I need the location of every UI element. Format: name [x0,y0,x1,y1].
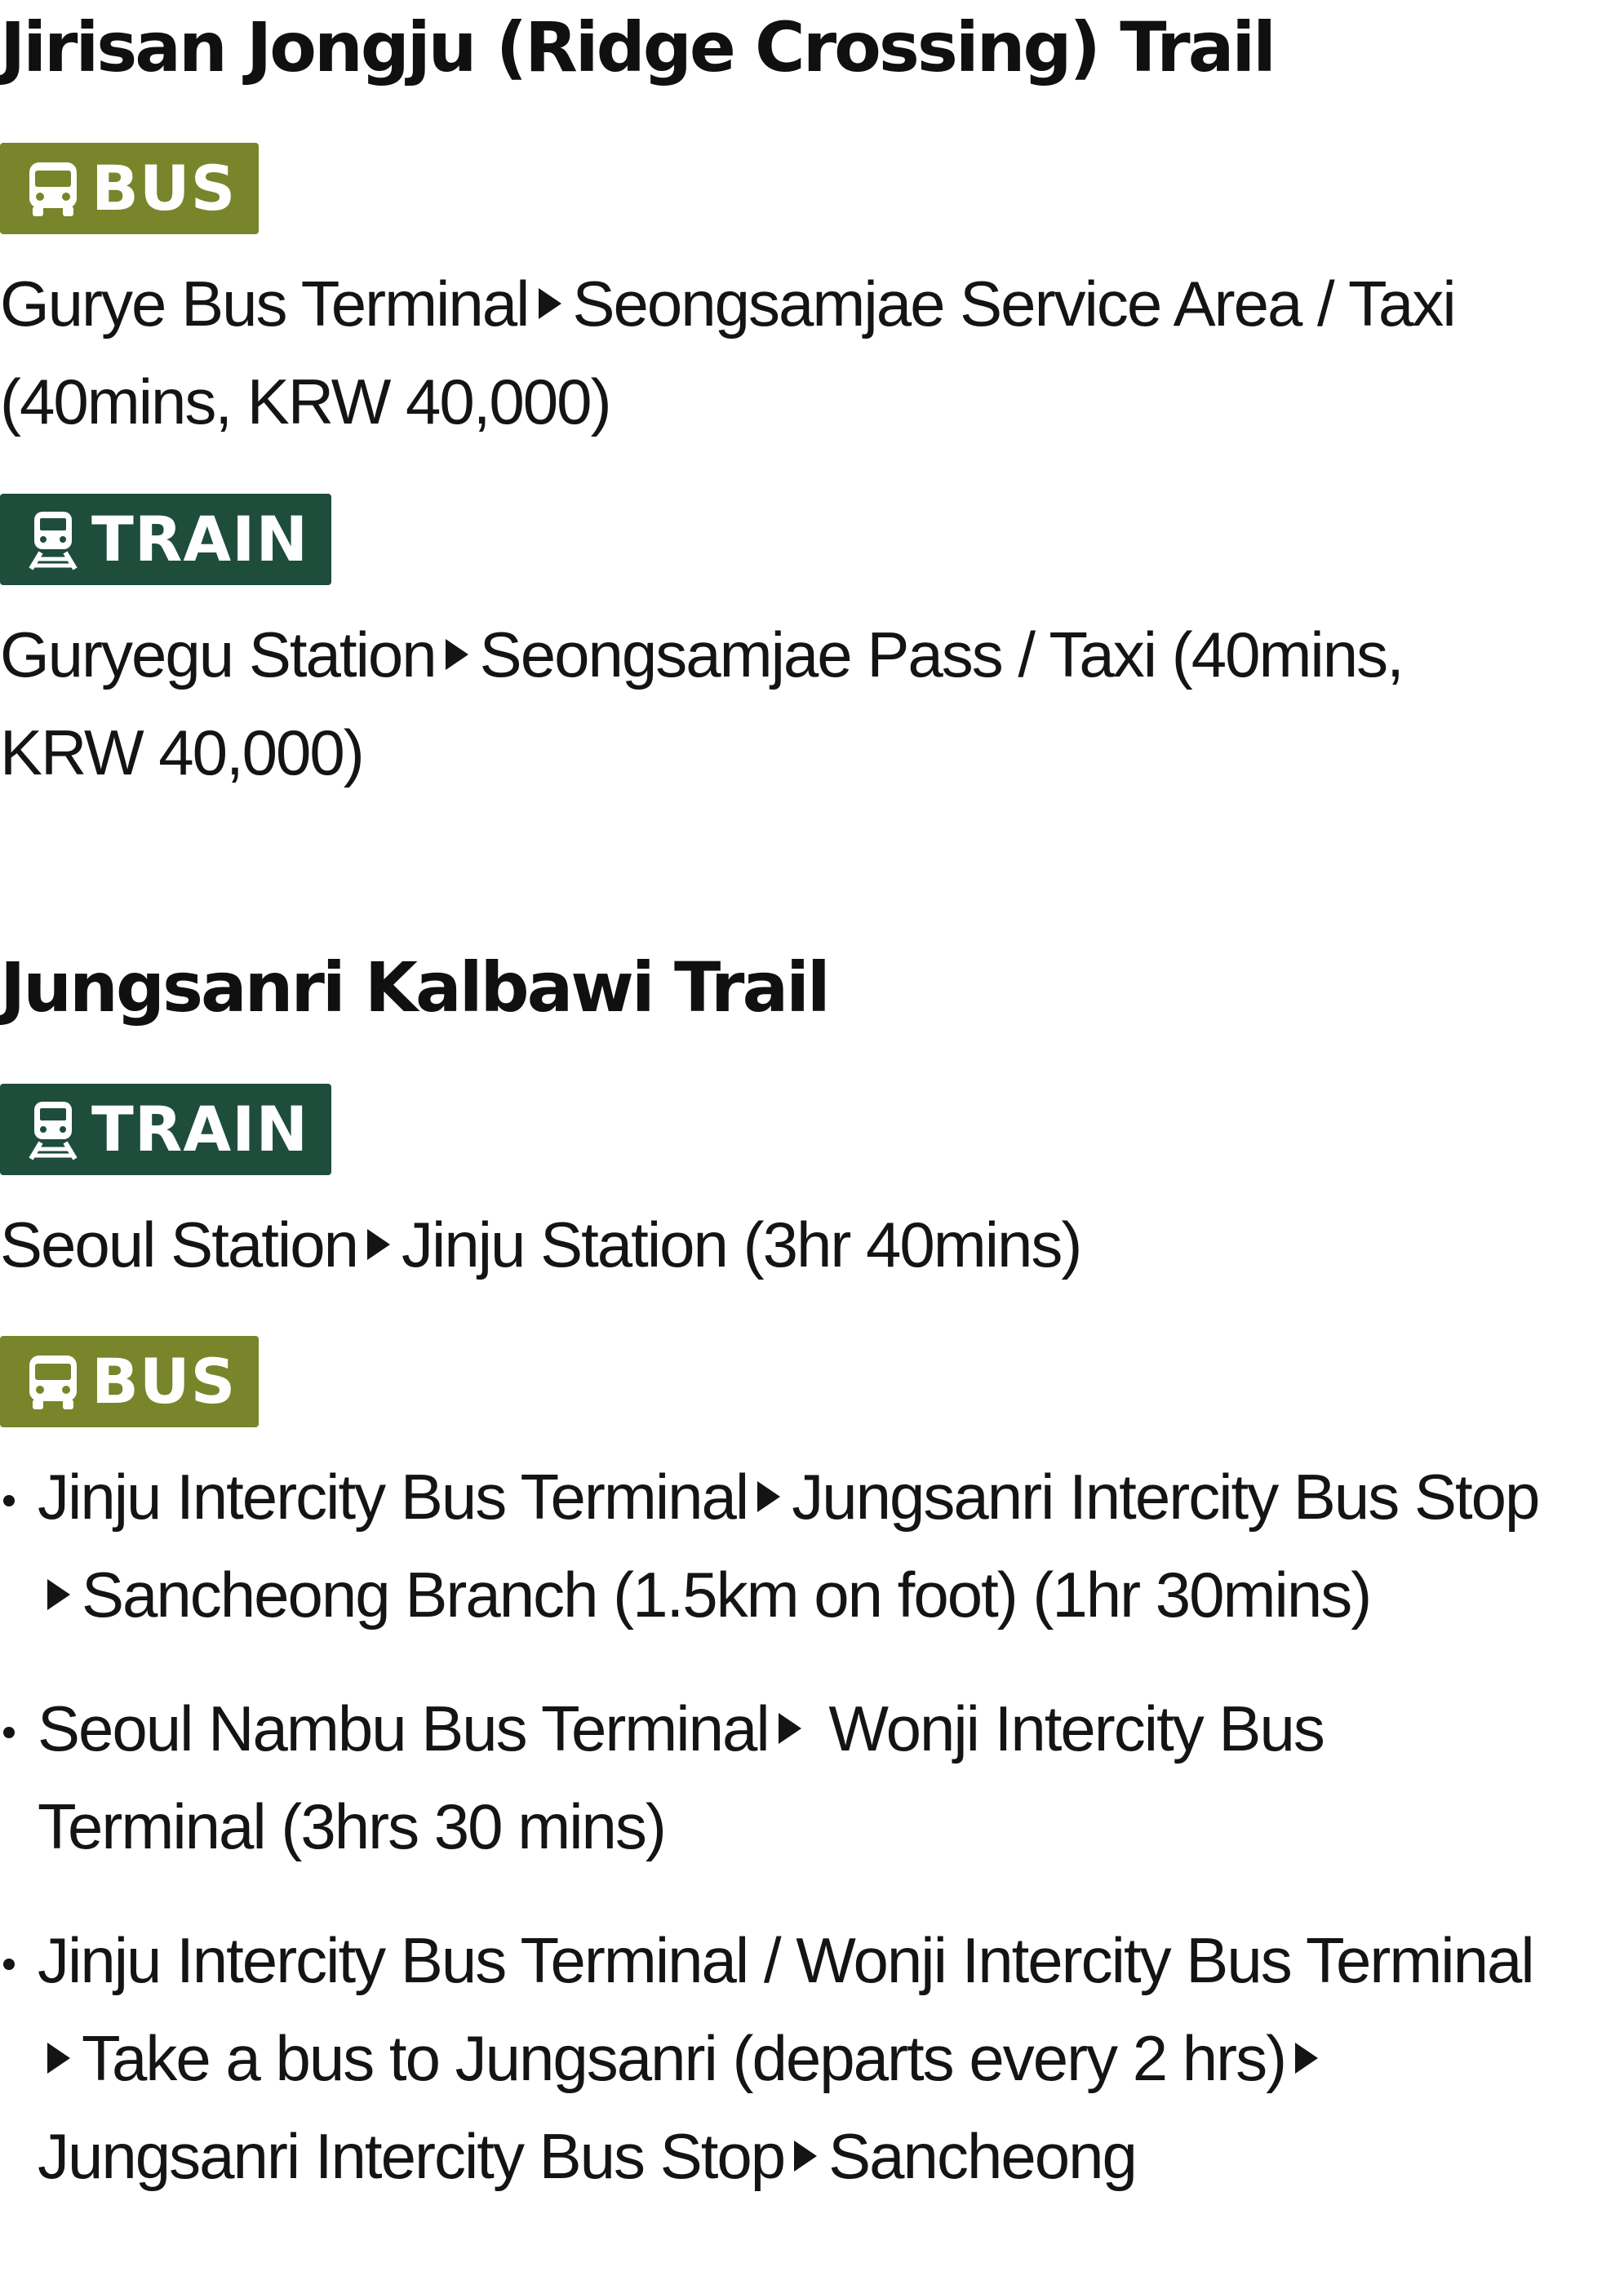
route-stop: Jinju Intercity Bus Terminal [38,1461,749,1533]
route-destination: Seongsamjae Pass / Taxi (40mins, KRW 40,… [0,619,1404,788]
route-stop: Jinju Intercity Bus Terminal / Wonji Int… [38,1924,1535,1996]
triangle-right-icon [445,639,468,670]
bus-icon [29,1355,77,1409]
route-origin: Gurye Bus Terminal [0,268,530,339]
bus-badge: BUS [0,1336,260,1427]
route-stop: Jungsanri Intercity Bus Stop [792,1461,1540,1533]
route-origin: Seoul Station [0,1209,359,1280]
train-badge: TRAIN [0,494,332,585]
bullet-dot [3,1959,15,1970]
train-badge-label: TRAIN [91,503,309,575]
route-stop: Wonji Intercity Bus Terminal (3hrs 30 mi… [38,1693,1325,1862]
triangle-right-icon [367,1229,391,1260]
route-stop: Sancheong [828,2120,1138,2192]
train-badge: TRAIN [0,1084,332,1175]
section-title-jongju-trail: Jirisan Jongju (Ridge Crossing) Trail [0,7,1276,87]
bullet-dot [3,1495,15,1506]
triangle-right-icon [757,1481,781,1512]
route-destination: Seongsamjae Service Area / Taxi (40mins,… [0,268,1457,437]
route-stop: Take a bus to Jungsanri (departs every 2… [82,2022,1287,2094]
train-icon [29,512,78,570]
route-seoul-train: Seoul Station Jinju Station (3hr 40mins) [0,1196,1551,1293]
bus-badge-label: BUS [91,152,237,224]
triangle-right-icon [794,2141,818,2172]
list-item: Seoul Nambu Bus Terminal Wonji Intercity… [0,1679,1551,1875]
list-item: Jinju Intercity Bus Terminal Jungsanri In… [0,1448,1551,1644]
bus-badge: BUS [0,143,260,234]
route-stop: Jungsanri Intercity Bus Stop [38,2120,786,2192]
triangle-right-icon [1295,2043,1319,2074]
triangle-right-icon [47,1579,70,1610]
route-stop: Seoul Nambu Bus Terminal [38,1693,770,1764]
train-icon [29,1102,78,1160]
bullet-dot [3,1727,15,1738]
triangle-right-icon [538,288,561,319]
route-stop: Sancheong Branch (1.5km on foot) (1hr 30… [82,1559,1372,1631]
route-destination: Jinju Station (3hr 40mins) [402,1209,1082,1280]
triangle-right-icon [778,1713,801,1744]
train-badge-label: TRAIN [91,1093,309,1165]
section-title-kalbawi-trail: Jungsanri Kalbawi Trail [0,947,831,1027]
list-item: Jinju Intercity Bus Terminal / Wonji Int… [0,1911,1551,2205]
route-origin: Guryegu Station [0,619,437,690]
bus-badge-label: BUS [91,1345,237,1418]
triangle-right-icon [47,2043,70,2074]
bus-icon [29,162,77,216]
